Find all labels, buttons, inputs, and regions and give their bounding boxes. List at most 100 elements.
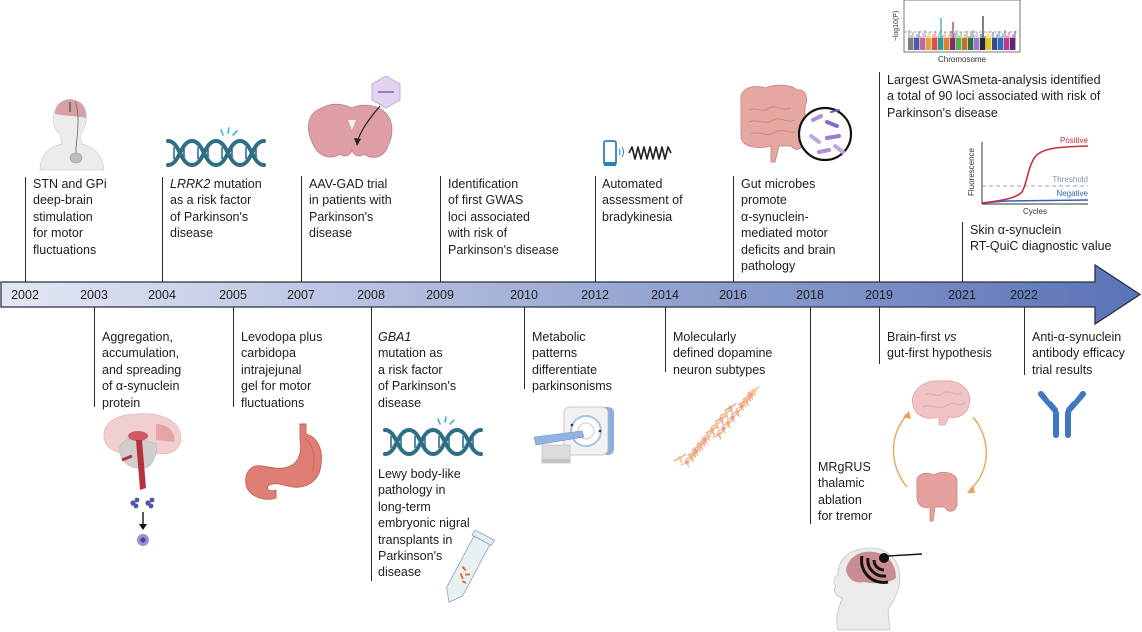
connector-line-2022 — [1024, 307, 1026, 375]
manhattan-plot-icon: −log10(P) Chromosome — [893, 0, 1021, 64]
manhattan-chromosome-block — [938, 38, 944, 50]
event-2014-text: Molecularly defined dopamine neuron subt… — [673, 330, 773, 377]
cycle-arrow-left — [892, 414, 908, 488]
connector-line-2018 — [810, 307, 812, 524]
event-2008-text: GBA1 mutation as a risk factor of Parkin… — [378, 329, 456, 411]
manhattan-chromosome-block — [986, 38, 992, 50]
connector-line-2004 — [162, 177, 164, 282]
neuron-soma — [749, 393, 753, 397]
year-label-2012: 2012 — [581, 288, 609, 302]
event-2009-text: Identification of first GWAS loci associ… — [448, 177, 559, 257]
gut-microbes-icon — [740, 84, 853, 163]
neurons-icon — [673, 386, 760, 468]
neuron-soma — [684, 460, 689, 465]
brain-gut-cycle-icon — [892, 380, 987, 522]
neuron-soma — [726, 421, 730, 425]
neuron-soma — [744, 398, 749, 403]
event-2021-text: Skin α-synuclein RT-QuiC diagnostic valu… — [970, 223, 1112, 254]
manhattan-chromosome-block — [998, 38, 1004, 50]
year-label-2007: 2007 — [287, 288, 315, 302]
neuron-soma — [698, 443, 703, 448]
manhattan-chromosome-block — [944, 38, 950, 50]
manhattan-chromosome-block — [974, 38, 980, 50]
connector-line-2005 — [233, 307, 235, 407]
rtquic-curve-icon: Fluorescence Positive Threshold Negative… — [967, 136, 1089, 216]
manhattan-chromosome-block — [956, 38, 962, 50]
year-label-2008: 2008 — [357, 288, 385, 302]
neuron-soma — [678, 456, 682, 460]
manhattan-chromosome-block — [1004, 38, 1010, 50]
manhattan-chromosome-block — [992, 38, 998, 50]
antibody-icon — [1038, 391, 1086, 438]
year-label-2005: 2005 — [219, 288, 247, 302]
event-2002-text: STN and GPi deep-brain stimulation for m… — [33, 177, 107, 257]
event-2018-text: MRgRUS thalamic ablation for tremor — [818, 460, 873, 524]
brain-aav-icon — [308, 75, 401, 158]
event-2004-body: mutation as a risk factor of Parkinson's… — [170, 177, 262, 241]
rtquic-positive-label: Positive — [1060, 136, 1089, 145]
event-2008-text-2: Lewy body-like pathology in long-term em… — [378, 467, 470, 580]
event-2008-gene: GBA1 — [378, 330, 412, 344]
year-label-2009: 2009 — [426, 288, 454, 302]
neuron-soma — [735, 409, 740, 414]
manhattan-chromosome-block — [932, 38, 938, 50]
neuron-soma — [689, 454, 694, 459]
neuron-soma — [719, 416, 724, 421]
event-2004-gene: LRRK2 — [170, 177, 211, 191]
event-2016-text: Gut microbes promote α-synuclein- mediat… — [741, 177, 836, 274]
rtquic-negative-label: Negative — [1056, 189, 1088, 198]
manhattan-chromosome-block — [908, 38, 914, 50]
rtquic-positive-line — [981, 145, 1089, 204]
head-ultrasound-icon — [833, 547, 923, 631]
manhattan-chromosome-block — [1010, 38, 1016, 50]
manhattan-chromosome-block — [920, 38, 926, 50]
event-2003-text: Aggregation, accumulation, and spreading… — [102, 330, 182, 410]
year-label-2018: 2018 — [796, 288, 824, 302]
cycle-arrow-right — [970, 416, 987, 490]
neuron-soma — [705, 433, 710, 438]
event-2010-text: Metabolic patterns differentiate parkins… — [532, 330, 612, 394]
test-tube-icon — [446, 529, 495, 603]
rtquic-xlabel: Cycles — [1023, 207, 1047, 216]
year-label-2003: 2003 — [80, 288, 108, 302]
year-label-2016: 2016 — [719, 288, 747, 302]
event-2008-body: mutation as a risk factor of Parkinson's… — [378, 346, 457, 410]
dna-icon — [166, 127, 266, 168]
manhattan-chromosome-block — [968, 38, 974, 50]
year-label-2002: 2002 — [11, 288, 39, 302]
manhattan-xlabel: Chromosome — [938, 55, 987, 64]
manhattan-chromosome-block — [914, 38, 920, 50]
year-label-2004: 2004 — [148, 288, 176, 302]
neuron-soma — [739, 404, 744, 409]
connector-line-2002 — [25, 177, 27, 282]
connector-line-2019-above — [879, 72, 881, 282]
neuron-soma — [728, 405, 733, 410]
event-2022-text: Anti-α-synuclein antibody efficacy trial… — [1032, 330, 1125, 377]
pet-scanner-icon — [533, 406, 614, 464]
neuron-soma — [730, 415, 735, 420]
neuron-soma — [703, 437, 708, 442]
connector-line-2014 — [665, 307, 667, 372]
manhattan-chromosome-block — [950, 38, 956, 50]
manhattan-ylabel: −log10(P) — [893, 11, 900, 42]
connector-line-2021 — [962, 222, 964, 282]
year-label-2019: 2019 — [865, 288, 893, 302]
connector-line-2016 — [733, 176, 735, 282]
connector-line-2003 — [94, 307, 96, 407]
neuron-soma — [694, 449, 698, 453]
connector-line-2008 — [371, 307, 373, 581]
event-2004-text: LRRK2 mutation as a risk factor of Parki… — [170, 176, 262, 242]
event-2019-above-text: Largest GWASmeta-analysis identified a t… — [887, 73, 1101, 120]
rtquic-threshold-label: Threshold — [1052, 175, 1088, 184]
rtquic-ylabel: Fluorescence — [967, 147, 976, 196]
year-label-2010: 2010 — [510, 288, 538, 302]
neuron-soma — [714, 422, 719, 427]
neuron-soma — [751, 388, 756, 393]
human-dbs-icon — [39, 99, 105, 171]
phone-signal-icon — [603, 140, 672, 166]
event-2012-text: Automated assessment of bradykinesia — [602, 177, 683, 224]
connector-line-2007 — [301, 176, 303, 282]
year-label-2014: 2014 — [651, 288, 679, 302]
brain-synuclein-icon — [103, 413, 182, 546]
